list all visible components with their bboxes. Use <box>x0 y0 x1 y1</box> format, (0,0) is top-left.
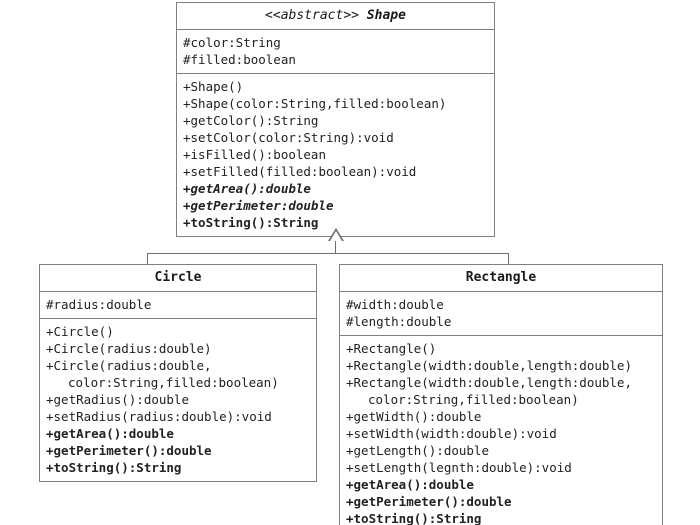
method-row: +setWidth(width:double):void <box>346 426 557 441</box>
methods-compartment-circle: +Circle() +Circle(radius:double) +Circle… <box>40 318 316 481</box>
method-row: +getRadius():double <box>46 392 189 407</box>
methods-compartment-shape: +Shape() +Shape(color:String,filled:bool… <box>177 73 494 236</box>
attributes-compartment-rectangle: #width:double #length:double <box>340 291 662 335</box>
method-row: +Rectangle(width:double,length:double) <box>346 358 632 373</box>
method-row: +Circle() <box>46 324 114 339</box>
attribute-row: #length:double <box>346 314 452 329</box>
method-row: +Rectangle() <box>346 341 437 356</box>
attribute-row: #width:double <box>346 297 444 312</box>
generalization-stem <box>335 241 336 254</box>
method-row: +Circle(radius:double) <box>46 341 212 356</box>
class-name-rectangle: Rectangle <box>465 270 537 285</box>
method-row: +Shape(color:String,filled:boolean) <box>183 96 447 111</box>
attribute-row: #color:String <box>183 35 281 50</box>
generalization-bus <box>147 253 509 254</box>
class-box-rectangle[interactable]: Rectangle #width:double #length:double +… <box>339 264 663 525</box>
method-row: +setFilled(filled:boolean):void <box>183 164 417 179</box>
method-row: +setLength(legnth:double):void <box>346 460 572 475</box>
methods-compartment-rectangle: +Rectangle() +Rectangle(width:double,len… <box>340 335 662 525</box>
method-row: +setRadius(radius:double):void <box>46 409 272 424</box>
method-row: +Shape() <box>183 79 244 94</box>
class-box-circle[interactable]: Circle #radius:double +Circle() +Circle(… <box>39 264 317 482</box>
class-header-rectangle: Rectangle <box>340 265 662 291</box>
class-box-shape[interactable]: <<abstract>> Shape #color:String #filled… <box>176 2 495 237</box>
method-row: +getArea():double <box>46 426 174 441</box>
class-name-shape: Shape <box>366 8 406 23</box>
generalization-drop-circle <box>147 253 148 264</box>
method-row: +Circle(radius:double, <box>46 358 212 373</box>
attribute-row: #filled:boolean <box>183 52 296 67</box>
attributes-compartment-circle: #radius:double <box>40 291 316 318</box>
method-row: +toString():String <box>46 460 182 475</box>
triangle-inner <box>330 231 342 241</box>
attribute-row: #radius:double <box>46 297 152 312</box>
method-row-continuation: color:String,filled:boolean) <box>68 375 279 390</box>
method-row: +getPerimeter():double <box>46 443 212 458</box>
method-row-continuation: color:String,filled:boolean) <box>368 392 579 407</box>
method-row: +getArea():double <box>183 181 311 196</box>
method-row: +Rectangle(width:double,length:double, <box>346 375 632 390</box>
method-row: +toString():String <box>183 215 319 230</box>
method-row: +getPerimeter:double <box>183 198 334 213</box>
method-row: +getLength():double <box>346 443 489 458</box>
method-row: +getColor():String <box>183 113 319 128</box>
method-row: +isFilled():boolean <box>183 147 326 162</box>
method-row: +getArea():double <box>346 477 474 492</box>
class-stereotype-shape: <<abstract>> <box>265 8 359 23</box>
method-row: +getWidth():double <box>346 409 482 424</box>
method-row: +setColor(color:String):void <box>183 130 394 145</box>
class-header-shape: <<abstract>> Shape <box>177 3 494 29</box>
class-header-circle: Circle <box>40 265 316 291</box>
attributes-compartment-shape: #color:String #filled:boolean <box>177 29 494 73</box>
method-row: +toString():String <box>346 511 482 525</box>
class-name-circle: Circle <box>154 270 202 285</box>
method-row: +getPerimeter():double <box>346 494 512 509</box>
generalization-drop-rectangle <box>508 253 509 264</box>
